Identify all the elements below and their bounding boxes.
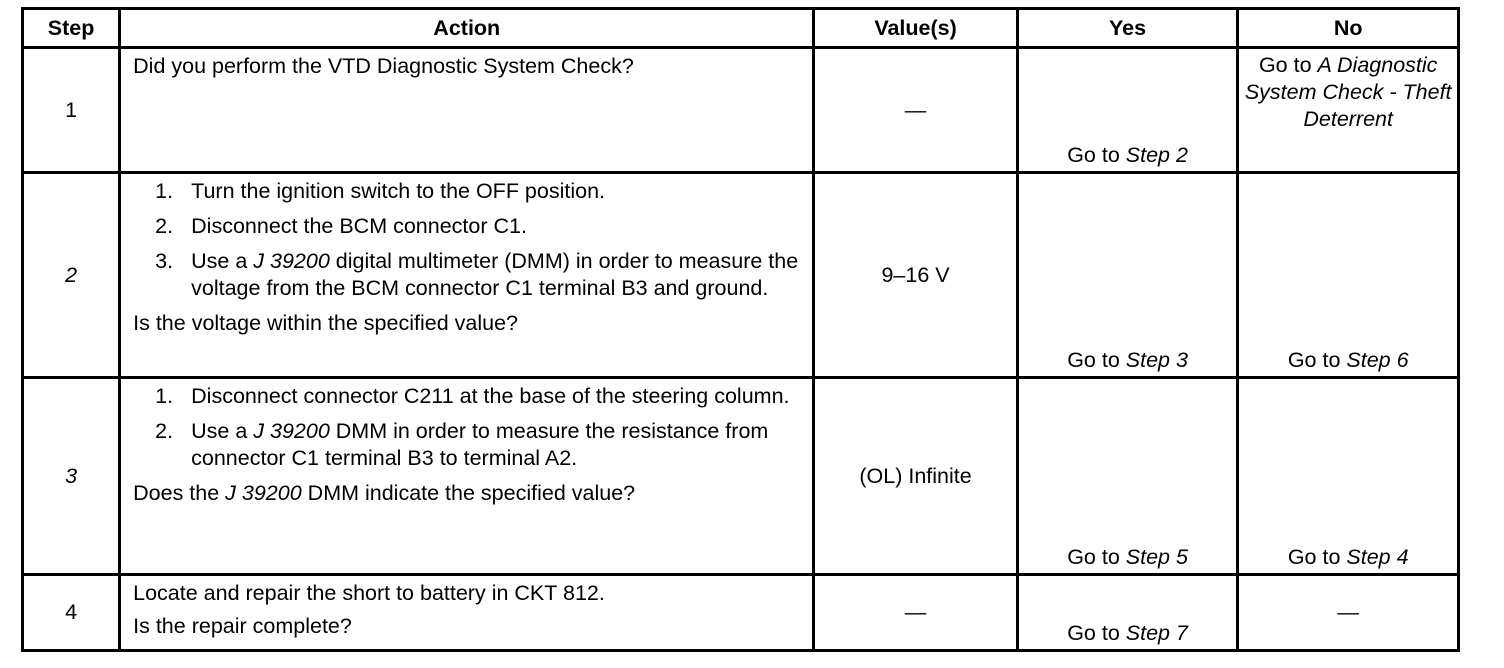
no-cell: — xyxy=(1236,573,1460,652)
action-question: Is the repair complete? xyxy=(133,614,352,638)
value-cell: (OL) Infinite xyxy=(812,376,1019,576)
list-item: 2.Disconnect the BCM connector C1. xyxy=(155,214,527,238)
step-number: 3 xyxy=(20,376,122,576)
list-item: 3.Use a J 39200 digital multimeter (DMM)… xyxy=(155,249,799,300)
action-list: 1.Disconnect connector C211 at the base … xyxy=(133,383,802,472)
step-number: 4 xyxy=(20,573,122,652)
header-action: Action xyxy=(118,7,816,49)
header-no: No xyxy=(1236,7,1460,49)
yes-link[interactable]: Step 3 xyxy=(1125,348,1188,372)
action-cell: 1.Disconnect connector C211 at the base … xyxy=(118,376,816,576)
no-link[interactable]: Step 6 xyxy=(1346,348,1409,372)
header-yes: Yes xyxy=(1015,7,1240,49)
yes-cell: Go to Step 3 xyxy=(1015,171,1240,379)
tool-link[interactable]: J 39200 xyxy=(253,249,330,273)
action-question: Did you perform the VTD Diagnostic Syste… xyxy=(133,54,634,78)
tool-link[interactable]: J 39200 xyxy=(253,419,330,443)
no-cell: Go to A Diagnostic System Check - Theft … xyxy=(1236,46,1460,174)
action-cell: Locate and repair the short to battery i… xyxy=(118,573,816,652)
no-cell: Go to Step 4 xyxy=(1236,376,1460,576)
tool-link[interactable]: J 39200 xyxy=(225,481,302,505)
header-step: Step xyxy=(20,7,122,49)
no-prefix: Go to xyxy=(1258,53,1318,77)
yes-cell: Go to Step 7 xyxy=(1015,573,1240,652)
value-cell: — xyxy=(812,46,1019,174)
table-row: 3 1.Disconnect connector C211 at the bas… xyxy=(20,376,1460,576)
step-number: 2 xyxy=(20,171,122,379)
yes-cell: Go to Step 5 xyxy=(1015,376,1240,576)
action-cell: 1.Turn the ignition switch to the OFF po… xyxy=(118,171,816,379)
no-link[interactable]: Step 4 xyxy=(1346,545,1409,569)
yes-link[interactable]: Step 2 xyxy=(1125,143,1188,167)
no-link[interactable]: A Diagnostic System Check - Theft Deterr… xyxy=(1244,53,1452,131)
no-cell: Go to Step 6 xyxy=(1236,171,1460,379)
yes-link[interactable]: Step 5 xyxy=(1125,545,1188,569)
table-row: 2 1.Turn the ignition switch to the OFF … xyxy=(20,171,1460,379)
step-number: 1 xyxy=(20,46,122,174)
yes-link[interactable]: Step 7 xyxy=(1125,621,1188,645)
value-cell: — xyxy=(812,573,1019,652)
action-question: Is the voltage within the specified valu… xyxy=(133,311,518,335)
yes-prefix: Go to xyxy=(1067,143,1126,167)
action-list: 1.Turn the ignition switch to the OFF po… xyxy=(133,178,802,302)
list-item: 1.Turn the ignition switch to the OFF po… xyxy=(155,179,606,203)
yes-cell: Go to Step 2 xyxy=(1015,46,1240,174)
value-cell: 9–16 V xyxy=(812,171,1019,379)
diagnostic-table: Step Action Value(s) Yes No 1 Did you pe… xyxy=(20,7,1460,652)
header-row: Step Action Value(s) Yes No xyxy=(20,7,1460,49)
table-row: 1 Did you perform the VTD Diagnostic Sys… xyxy=(20,46,1460,174)
action-cell: Did you perform the VTD Diagnostic Syste… xyxy=(118,46,816,174)
list-item: 2.Use a J 39200 DMM in order to measure … xyxy=(155,419,769,470)
table-row: 4 Locate and repair the short to battery… xyxy=(20,573,1460,652)
header-values: Value(s) xyxy=(812,7,1019,49)
list-item: 1.Disconnect connector C211 at the base … xyxy=(155,384,790,408)
action-question: Does the J 39200 DMM indicate the specif… xyxy=(133,481,636,505)
action-line: Locate and repair the short to battery i… xyxy=(133,581,605,605)
